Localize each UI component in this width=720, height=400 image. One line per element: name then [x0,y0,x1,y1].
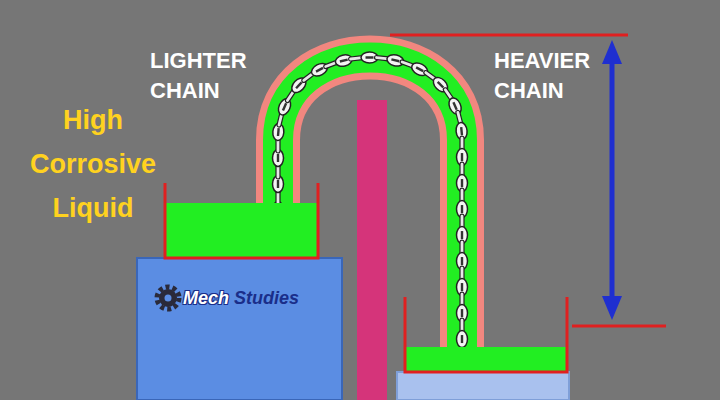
chain-link [447,96,464,116]
liquid-label: High Corrosive Liquid [18,98,168,230]
left-tank-liquid [166,203,317,258]
gear-hole [165,295,172,302]
height-arrow-shaft [610,58,615,302]
height-arrow-head [602,40,622,64]
support-pole [357,100,387,400]
top-level-line [390,34,628,37]
right-tank [405,297,567,372]
chain [272,52,468,348]
chain-link [457,331,468,348]
gear-body [159,289,177,307]
watermark: Studies [234,287,324,309]
gear-teeth [157,287,179,309]
chain-label: LIGHTER CHAIN [150,46,265,106]
bottom-level-line [572,325,666,328]
chain-label: HEAVIER CHAIN [494,46,606,106]
right-tank-liquid [406,347,566,371]
height-arrow-head [602,296,622,320]
left-support-block [137,258,342,400]
right-support-block [397,372,569,400]
left-tank [165,183,318,258]
